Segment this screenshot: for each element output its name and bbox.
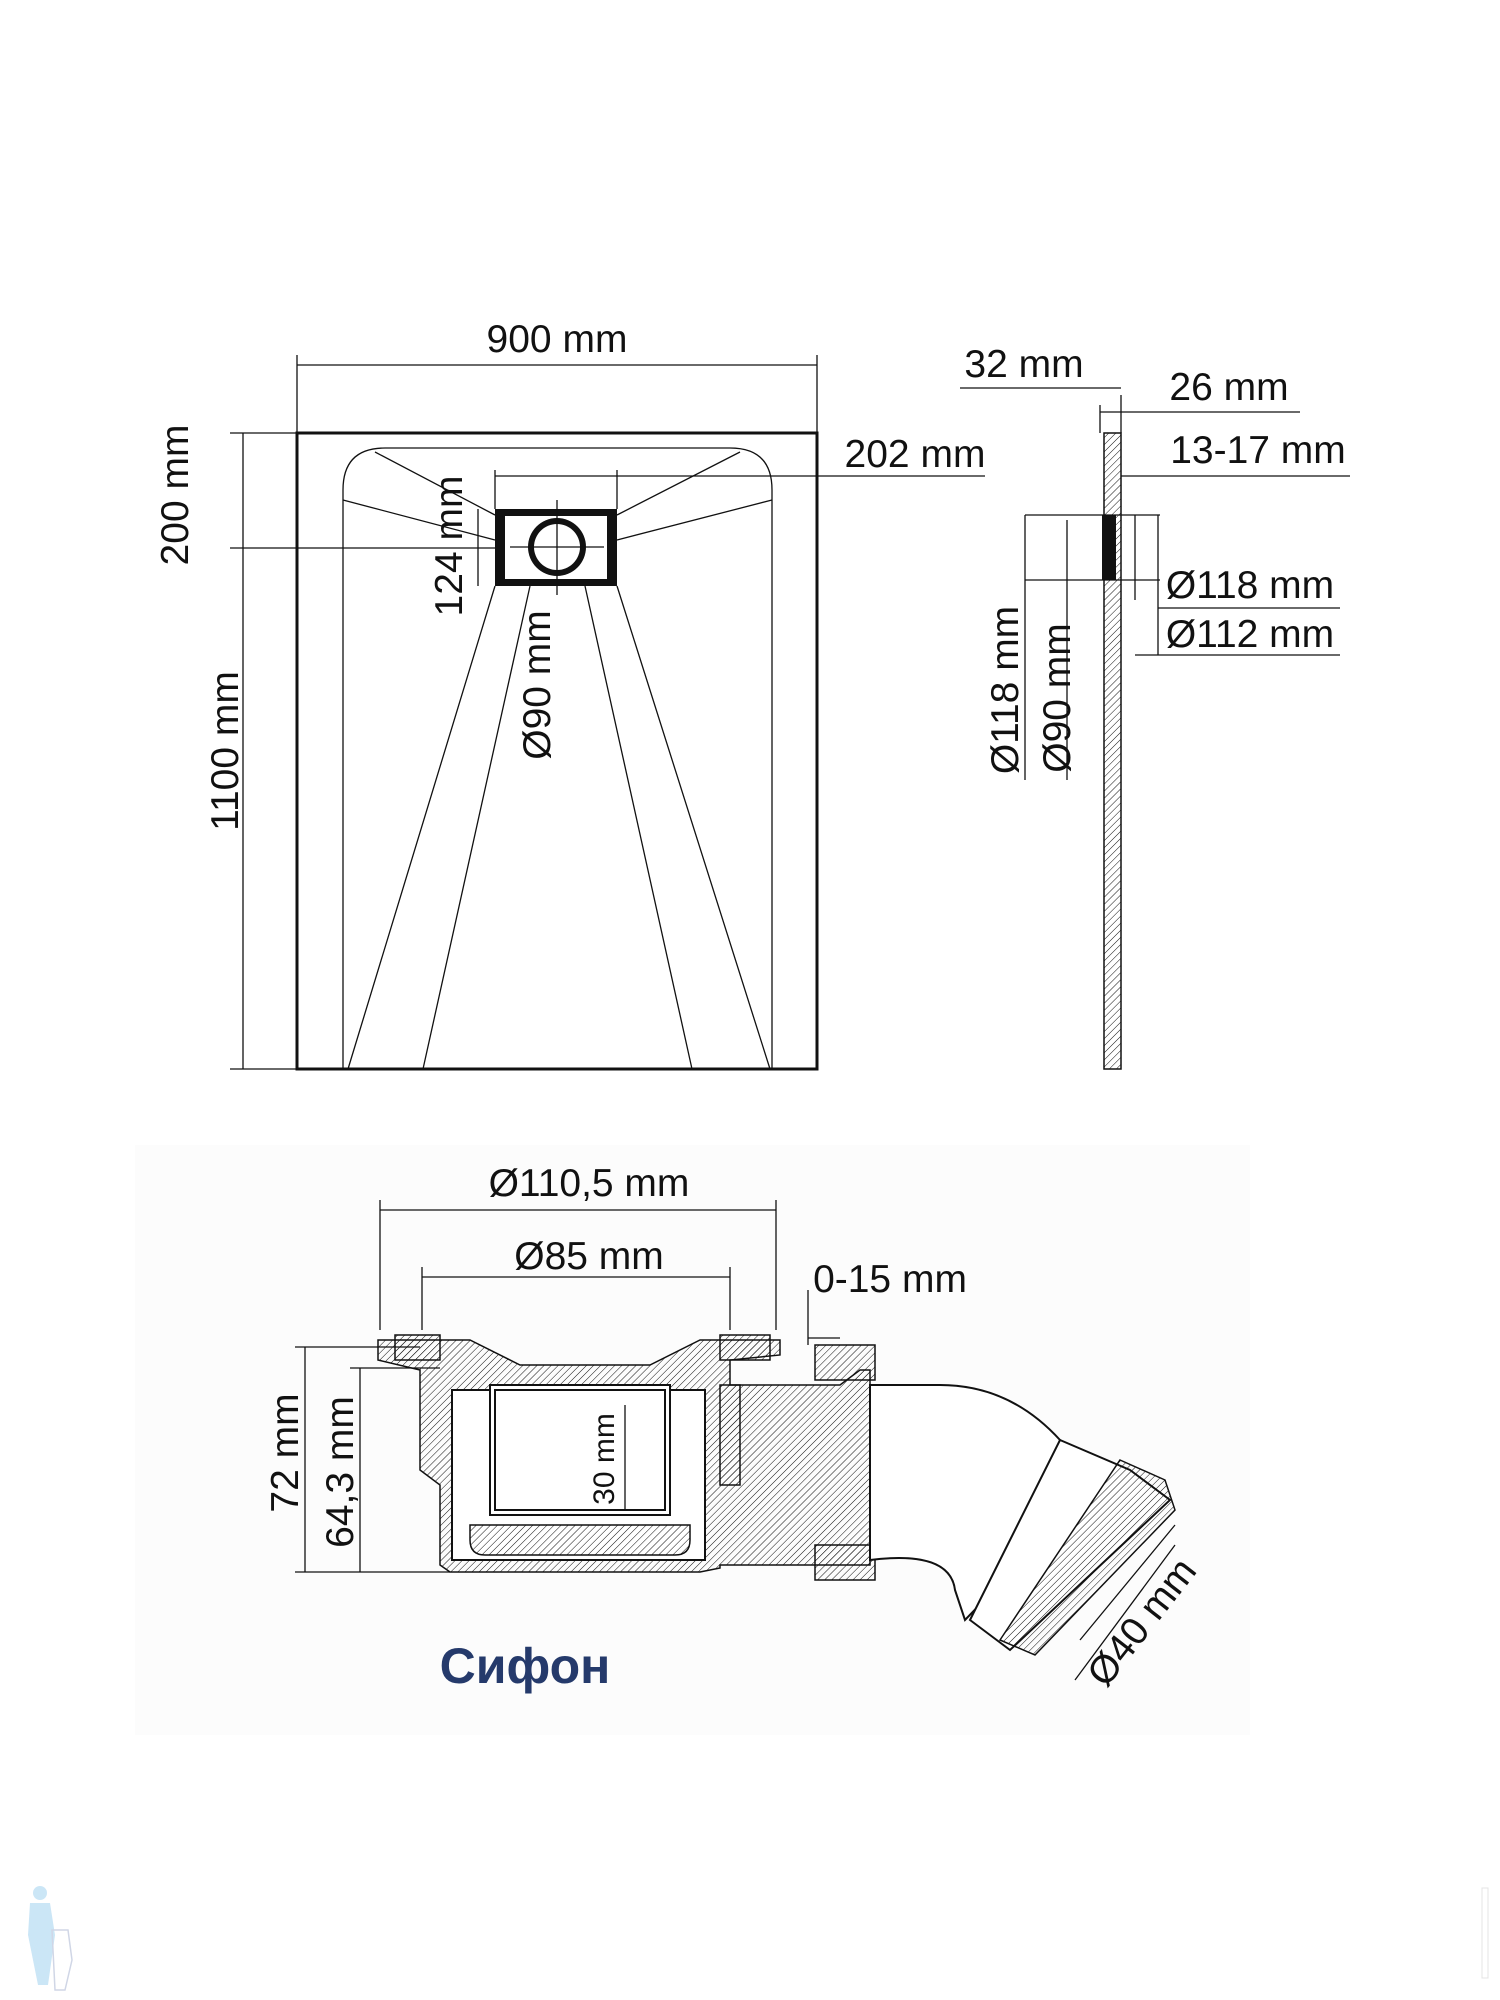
drain-offset-dimension: 200 mm [154, 425, 197, 566]
siphon-section: Ø110,5 mm Ø85 mm 0-15 mm 72 mm 64,3 mm 3… [264, 1162, 1205, 1694]
siphon-title: Сифон [440, 1638, 611, 1694]
outer-diameter-dimension: Ø118 mm [1166, 564, 1334, 607]
length-dimension: 1100 mm [204, 671, 247, 831]
drain-width-dimension: 202 mm [845, 433, 986, 476]
flange-diameter-dimension: Ø110,5 mm [489, 1162, 690, 1205]
drain-height-dimension: 124 mm [428, 476, 471, 617]
adjust-range-dimension: 0-15 mm [813, 1258, 967, 1301]
tray-top-view: 900 mm 200 mm 1100 mm 202 mm 124 mm Ø90 … [154, 318, 986, 1071]
inner-diameter-dimension: Ø85 mm [514, 1235, 664, 1278]
plate-thickness-dimension: 26 mm [1169, 366, 1288, 409]
total-height-dimension: 72 mm [264, 1393, 307, 1512]
vertical-inner-dimension: Ø90 mm [1036, 623, 1079, 773]
width-dimension: 900 mm [487, 318, 628, 361]
body-height-dimension: 64,3 mm [319, 1396, 362, 1548]
tray-side-view: 32 mm 26 mm 13-17 mm Ø118 mm Ø112 mm Ø11… [960, 343, 1350, 1070]
total-thickness-dimension: 32 mm [964, 343, 1083, 386]
edge-thickness-dimension: 13-17 mm [1170, 429, 1346, 472]
tray-outline [295, 431, 819, 1071]
tray-inner-edge [342, 447, 773, 1069]
vertical-outer-dimension: Ø118 mm [984, 606, 1027, 774]
tray-section [1103, 432, 1122, 1070]
water-seal-dimension: 30 mm [588, 1413, 621, 1505]
inner-diameter-dimension: Ø112 mm [1166, 613, 1334, 656]
drain-diameter-dimension: Ø90 mm [516, 610, 559, 760]
plumber-logo-icon [28, 1886, 73, 1991]
watermark [1481, 1887, 1489, 1979]
